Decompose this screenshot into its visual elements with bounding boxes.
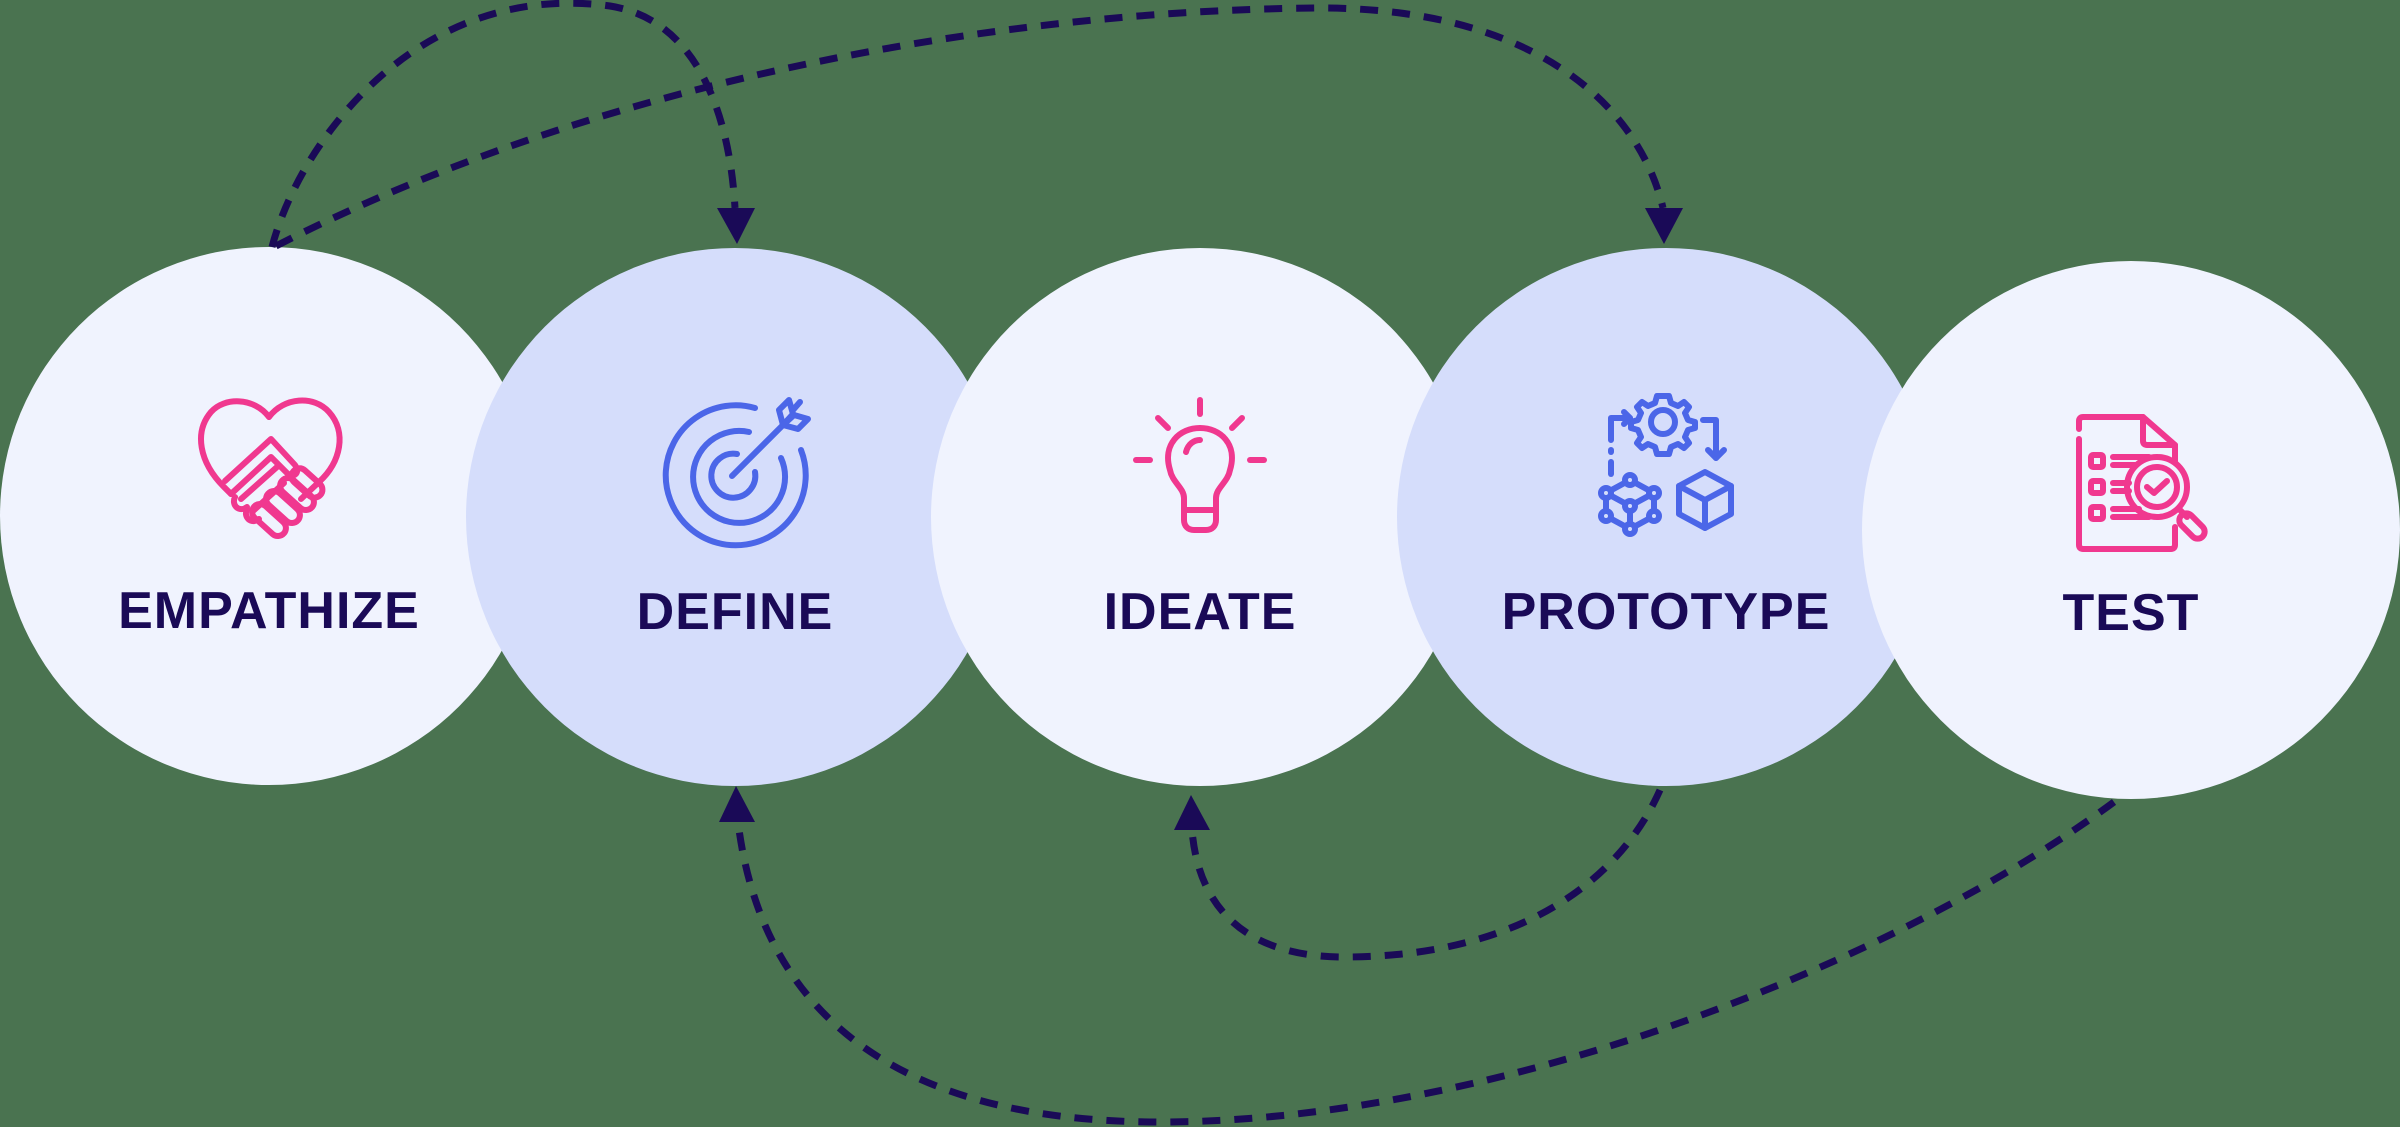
stage-define: DEFINE [466,248,1004,786]
stage-label: IDEATE [1103,583,1297,641]
stage-label: DEFINE [636,583,834,641]
stage-empathize: EMPATHIZE [0,247,538,785]
stage-label: PROTOTYPE [1501,583,1831,641]
checklist-magnifier-icon [2031,403,2231,573]
stage-label: EMPATHIZE [118,582,420,640]
lightbulb-icon [1100,388,1300,558]
arrow-test-to-define [719,786,2117,1126]
stage-label: TEST [2062,584,2200,642]
handshake-heart-icon [169,387,369,557]
arrow-prototype-to-ideate [1174,788,1664,961]
stage-prototype: PROTOTYPE [1397,248,1935,786]
target-dart-icon [635,388,835,558]
arrow-empathize-to-define [268,0,755,248]
arrow-empathize-to-prototype [274,4,1683,250]
stage-test: TEST [1862,261,2400,799]
gear-cubes-icon [1566,388,1766,558]
stage-ideate: IDEATE [931,248,1469,786]
